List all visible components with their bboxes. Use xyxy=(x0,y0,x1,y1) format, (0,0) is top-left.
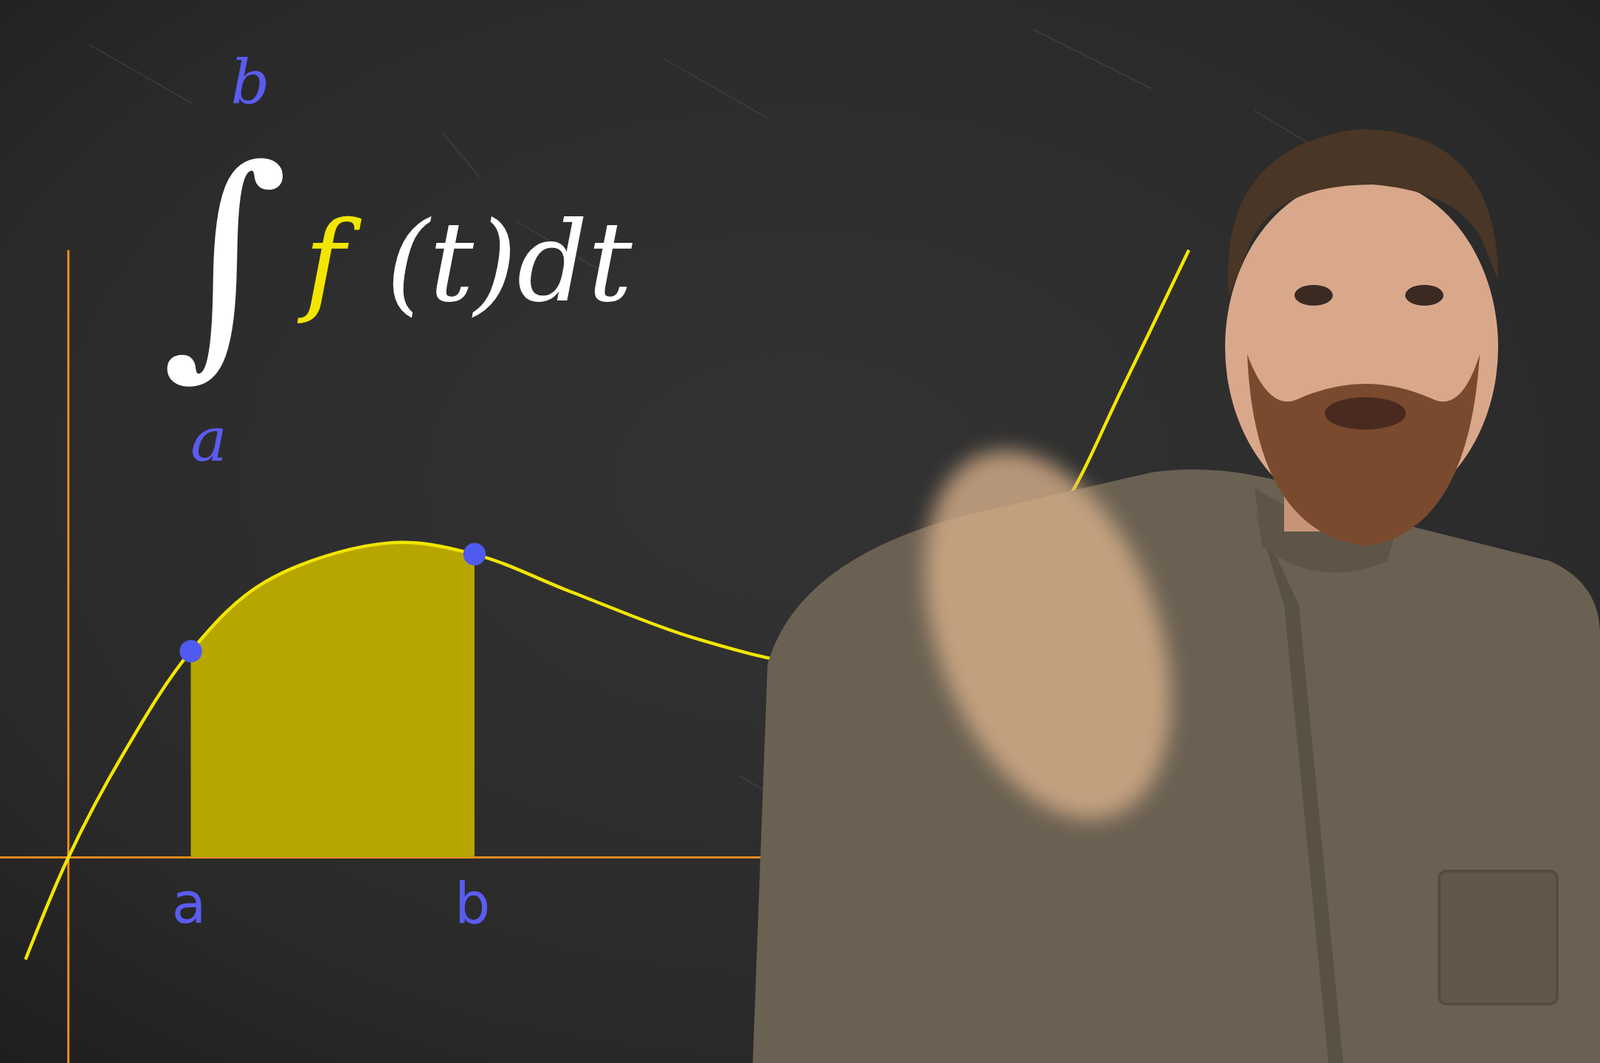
point-b xyxy=(463,543,486,566)
hair xyxy=(1228,129,1499,296)
upper-limit: b xyxy=(230,51,270,113)
eye xyxy=(1405,284,1444,306)
point-a xyxy=(179,639,202,662)
eye xyxy=(1294,284,1333,306)
y-axis xyxy=(67,250,70,1063)
integral-sign: ∫ xyxy=(161,136,289,381)
axis-label: b xyxy=(454,875,491,932)
shirt xyxy=(752,469,1600,1063)
moving-hand xyxy=(878,416,1218,853)
pocket xyxy=(1439,870,1558,1004)
axis-label: a xyxy=(171,875,207,932)
integrand: (t)dt xyxy=(385,206,633,318)
function-name: f xyxy=(304,206,346,318)
lower-limit: a xyxy=(190,408,227,471)
presenter xyxy=(752,129,1600,1063)
mouth xyxy=(1324,397,1406,430)
shirt-placket xyxy=(1254,509,1344,1063)
beard xyxy=(1247,354,1480,547)
